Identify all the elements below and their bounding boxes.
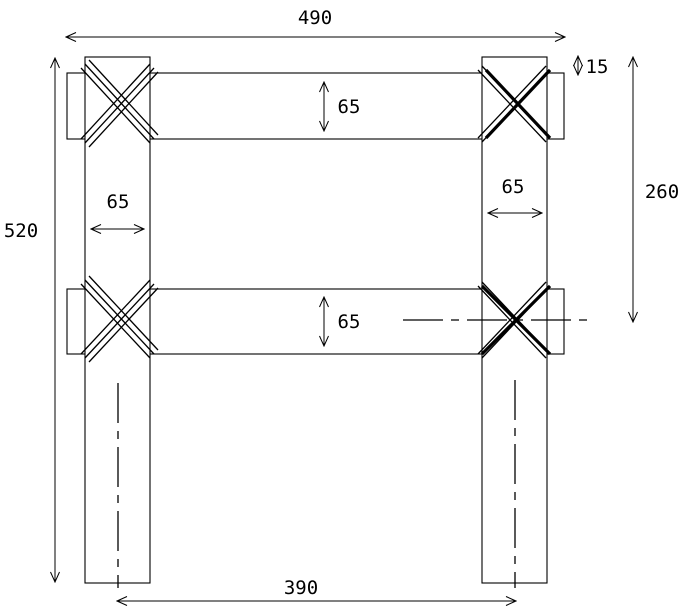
dim-label-left-post-width: 65 — [107, 191, 130, 213]
joint-cross-top-left — [80, 59, 159, 148]
dim-label-bottom-rail-height: 65 — [338, 311, 361, 333]
dim-label-right-post-width: 65 — [502, 176, 525, 198]
left-post — [84, 56, 151, 584]
dim-label-total-height: 520 — [4, 220, 38, 242]
dim-label-total-width: 490 — [298, 7, 332, 29]
dim-label-rail-offset: 15 — [586, 56, 609, 78]
dim-label-upper-height: 260 — [645, 181, 679, 203]
dim-label-post-spacing: 390 — [284, 577, 318, 599]
joint-cross-bottom-left — [80, 275, 159, 363]
dim-label-top-rail-height: 65 — [338, 96, 361, 118]
joint-cross-top-right — [477, 65, 552, 143]
